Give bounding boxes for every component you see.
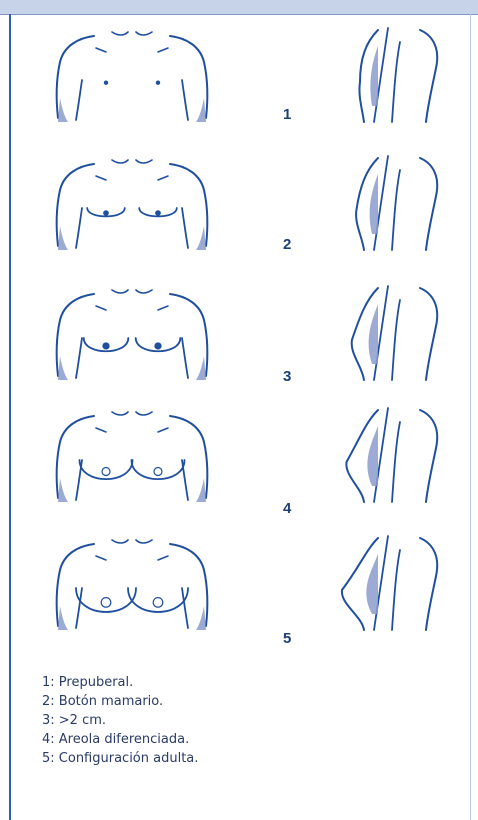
front-right-shoulder-line [170, 36, 207, 118]
front-left-breast-curve [80, 460, 133, 479]
side-shade [366, 554, 378, 614]
front-left-arm-shade [58, 356, 68, 380]
front-left-nipple [103, 343, 109, 349]
front-clavicle-marks [96, 428, 168, 432]
front-right-arm-inner [182, 338, 188, 378]
front-right-nipple [155, 343, 161, 349]
front-neck-line [112, 160, 152, 163]
tanner-stages-illustration [0, 0, 478, 660]
front-right-arm-shade [196, 478, 206, 502]
side-arm-line [392, 300, 400, 380]
front-left-shoulder-line [57, 36, 94, 118]
stage-2-group [57, 156, 438, 250]
front-view-stage-3 [57, 290, 208, 380]
side-view-stage-2 [356, 156, 437, 250]
side-arm-line [392, 550, 400, 630]
front-right-arm-inner [182, 208, 188, 248]
stage-number-3: 3 [283, 368, 291, 385]
front-left-arm-inner [76, 80, 82, 120]
legend-item-3: 3: >2 cm. [42, 711, 442, 730]
front-clavicle-marks [96, 48, 168, 52]
legend: 1: Prepuberal. 2: Botón mamario. 3: >2 c… [42, 673, 442, 768]
front-view-stage-2 [57, 160, 208, 250]
front-left-arm-shade [58, 226, 68, 250]
front-left-shoulder-line [57, 164, 94, 246]
front-left-nipple [104, 81, 107, 84]
side-view-stage-1 [359, 28, 437, 122]
side-view-stage-5 [342, 536, 437, 630]
stage-number-2: 2 [283, 236, 291, 253]
front-right-arm-shade [196, 606, 206, 630]
side-back-line [420, 30, 437, 122]
front-right-breast-curve [132, 460, 185, 479]
front-view-stage-1 [57, 32, 208, 122]
front-left-arm-shade [58, 98, 68, 122]
front-right-nipple [154, 467, 162, 475]
front-right-nipple [156, 81, 159, 84]
front-right-shoulder-line [170, 416, 207, 498]
side-view-stage-3 [352, 286, 438, 380]
front-left-shoulder-line [57, 544, 94, 626]
front-left-nipple [104, 211, 108, 215]
front-right-shoulder-line [170, 294, 207, 376]
front-neck-line [112, 540, 152, 543]
front-left-arm-shade [58, 606, 68, 630]
front-left-nipple [101, 598, 111, 608]
side-shade [367, 426, 378, 486]
stage-5-group [57, 536, 438, 630]
front-left-shoulder-line [57, 294, 94, 376]
front-neck-line [112, 290, 152, 293]
front-left-arm-inner [76, 208, 82, 248]
stage-4-group [57, 408, 438, 502]
side-view-stage-4 [346, 408, 437, 502]
legend-item-4: 4: Areola diferenciada. [42, 730, 442, 749]
side-shade [370, 174, 378, 234]
front-clavicle-marks [96, 306, 168, 310]
front-neck-line [112, 412, 152, 415]
legend-item-1: 1: Prepuberal. [42, 673, 442, 692]
front-left-breast-curve [76, 588, 136, 612]
front-left-arm-shade [58, 478, 68, 502]
front-view-stage-5 [57, 540, 208, 630]
stage-number-4: 4 [283, 500, 291, 517]
side-arm-line [392, 422, 400, 502]
side-back-line [420, 410, 437, 502]
stage-number-5: 5 [283, 630, 291, 647]
front-clavicle-marks [96, 556, 168, 560]
front-right-arm-shade [196, 226, 206, 250]
side-shade [370, 46, 378, 106]
stage-number-1: 1 [283, 106, 291, 123]
front-left-arm-inner [76, 338, 82, 378]
front-right-breast-curve [128, 588, 188, 612]
front-neck-line [112, 32, 152, 35]
side-back-line [420, 538, 437, 630]
side-arm-line [392, 170, 400, 250]
front-left-shoulder-line [57, 416, 94, 498]
legend-item-5: 5: Configuración adulta. [42, 749, 442, 768]
front-right-nipple [153, 598, 163, 608]
front-clavicle-marks [96, 176, 168, 180]
front-right-nipple [156, 211, 160, 215]
front-right-shoulder-line [170, 164, 207, 246]
front-right-arm-shade [196, 98, 206, 122]
legend-item-2: 2: Botón mamario. [42, 692, 442, 711]
stage-1-group [57, 28, 438, 122]
front-right-arm-inner [182, 80, 188, 120]
front-right-shoulder-line [170, 544, 207, 626]
side-arm-line [392, 42, 400, 122]
side-back-line [420, 288, 437, 380]
front-left-nipple [102, 467, 110, 475]
stage-3-group [57, 286, 438, 380]
side-back-line [420, 158, 437, 250]
front-right-arm-shade [196, 356, 206, 380]
front-view-stage-4 [57, 412, 208, 502]
side-shade [369, 304, 378, 364]
